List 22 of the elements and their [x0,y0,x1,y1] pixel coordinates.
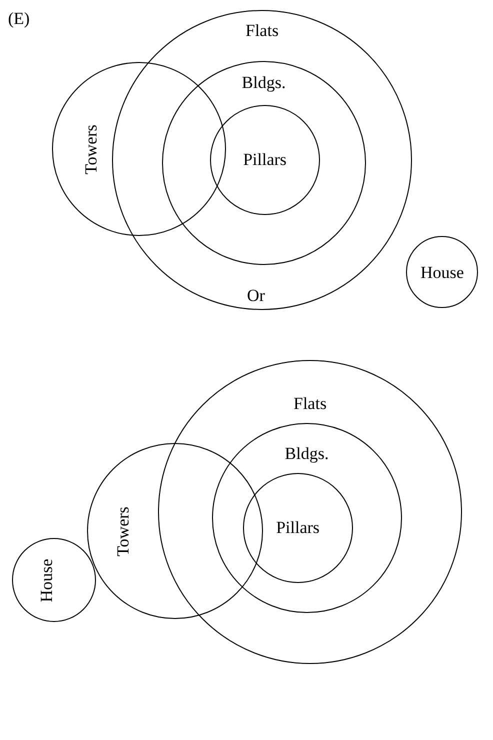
circle-label: Towers [82,124,100,174]
venn-circle [406,236,478,308]
circle-label: House [420,264,464,280]
circle-label: House [38,558,55,602]
circle-label: Flats [246,22,279,38]
venn-circle [87,443,263,619]
circle-label: Bldgs. [284,445,329,462]
diagram-label: Or [247,287,265,304]
circle-label: Towers [114,506,132,556]
circle-label: Pillars [276,519,320,536]
circle-label: Bldgs. [242,74,286,92]
venn-circle [12,538,96,622]
venn-circle [52,62,226,236]
venn-circle [112,10,412,310]
venn-circle [210,104,320,215]
circle-label: Flats [294,394,327,412]
venn-circle [242,472,353,583]
venn-circle [162,60,366,265]
diagram-label: (E) [8,10,30,27]
venn-circle [158,360,462,664]
venn-circle [212,422,402,613]
circle-label: Pillars [243,151,287,168]
